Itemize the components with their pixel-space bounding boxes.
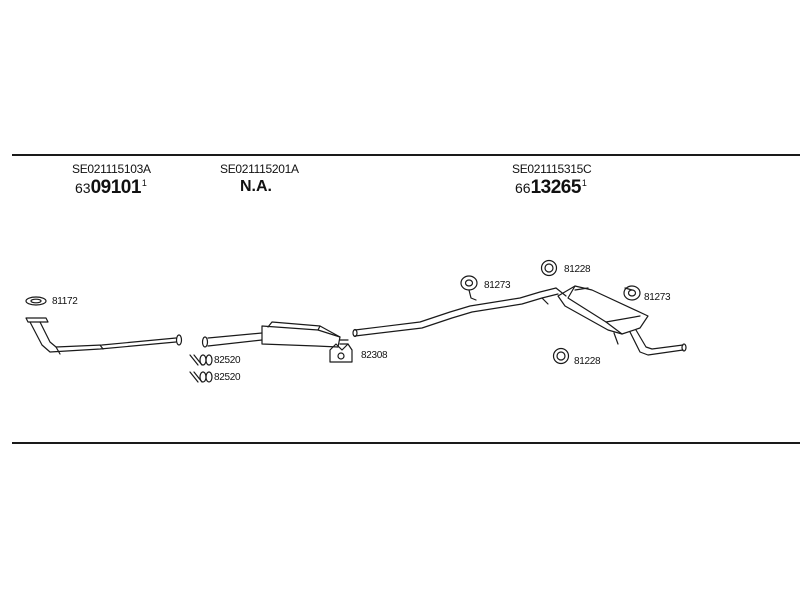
section-1-code: SE021115103A: [72, 162, 151, 176]
label-hanger-rear: 81273: [644, 292, 671, 303]
ring-top-icon: [540, 259, 558, 277]
label-bracket-mid: 82308: [361, 350, 388, 361]
label-ring-bottom: 81228: [574, 356, 601, 367]
section-2-status: N.A.: [240, 178, 272, 195]
rear-muffler-icon: [557, 285, 687, 356]
top-divider-line: [12, 154, 800, 156]
hanger-mid-icon: [460, 275, 478, 301]
section-3-code: SE021115315C: [512, 162, 592, 176]
front-pipe-icon: [25, 317, 183, 355]
front-gasket-icon: [25, 296, 47, 306]
section-1-number-sup: 1: [141, 178, 147, 188]
label-gasket-front: 81172: [52, 296, 78, 307]
section-3-number-main: 13265: [530, 177, 582, 198]
section-3-number-prefix: 66: [515, 180, 531, 196]
label-clamp-lower: 82520: [214, 372, 241, 383]
label-clamp-upper: 82520: [214, 355, 241, 366]
label-hanger-mid: 81273: [484, 280, 511, 291]
bottom-divider-line: [12, 442, 800, 444]
label-ring-top: 81228: [564, 264, 591, 275]
section-1-number-main: 09101: [90, 177, 142, 198]
ring-bottom-icon: [552, 347, 570, 365]
clamp-upper-icon: [189, 354, 213, 366]
section-1-number-prefix: 63: [75, 180, 91, 196]
bracket-icon: [329, 343, 353, 363]
section-3-number: 66132651: [515, 177, 587, 199]
hanger-rear-icon: [623, 285, 641, 301]
section-1-number: 63091011: [75, 177, 147, 199]
section-2-code: SE021115201A: [220, 162, 299, 176]
middle-muffler-icon: [201, 321, 349, 348]
intermediate-pipe-icon: [352, 287, 567, 338]
section-3-number-sup: 1: [581, 178, 587, 188]
clamp-lower-icon: [189, 371, 213, 383]
